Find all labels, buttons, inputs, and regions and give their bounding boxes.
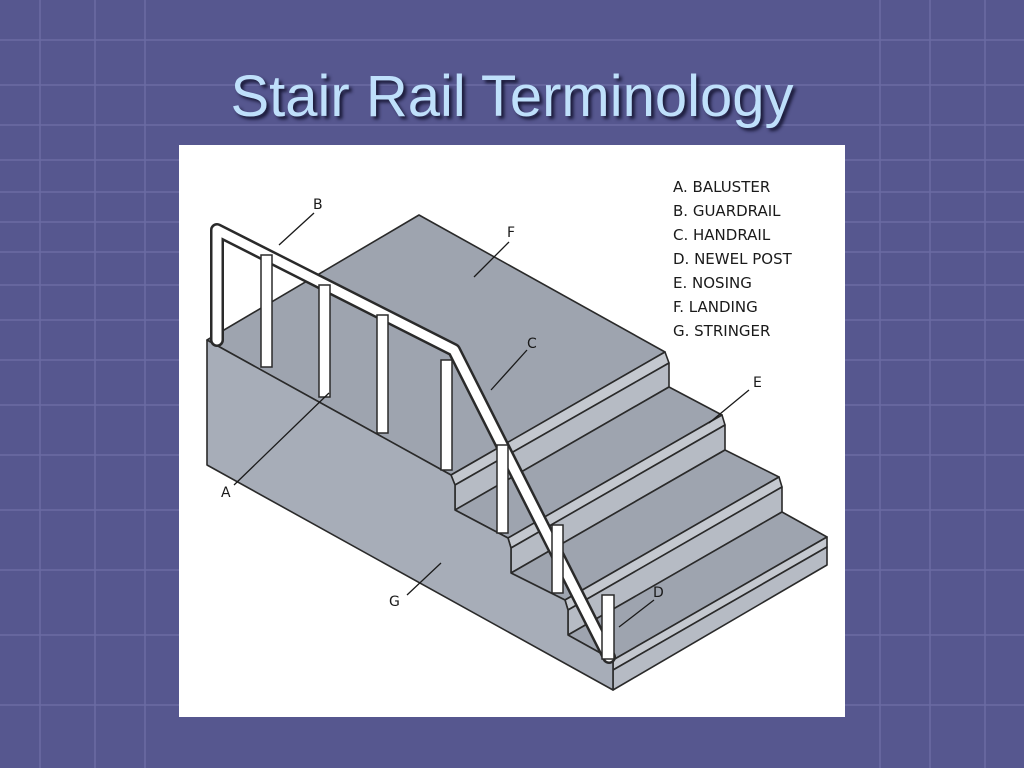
baluster — [496, 444, 509, 534]
legend-item: G. STRINGER — [673, 322, 771, 340]
callout-c: C — [527, 336, 537, 352]
leader-b — [278, 212, 315, 246]
callout-e: E — [753, 375, 762, 391]
baluster — [260, 254, 273, 368]
baluster — [551, 524, 564, 594]
baluster — [376, 314, 389, 434]
newel-post — [601, 594, 615, 660]
leader-d — [618, 599, 655, 628]
legend-item: C. HANDRAIL — [673, 226, 771, 244]
baluster — [440, 359, 453, 471]
guardrail-rail-inner — [212, 225, 614, 662]
slide-title: Stair Rail Terminology — [230, 64, 794, 129]
callout-a: A — [221, 485, 231, 501]
legend-item: B. GUARDRAIL — [673, 202, 781, 220]
baluster — [318, 284, 331, 398]
stair-diagram: A B C D E F G A. BALUSTER B. GUARDRAIL C… — [179, 145, 845, 717]
legend: A. BALUSTER B. GUARDRAIL C. HANDRAIL D. … — [673, 175, 843, 343]
callout-b: B — [313, 197, 323, 213]
leader-g — [406, 562, 442, 596]
legend-item: F. LANDING — [673, 298, 758, 316]
leader-c — [490, 349, 528, 391]
leader-f — [473, 241, 510, 278]
legend-item: E. NOSING — [673, 274, 752, 292]
leader-e — [708, 389, 750, 424]
stair-illustration: A B C D E F G — [206, 197, 828, 691]
leader-a — [233, 392, 330, 486]
stringer-side — [206, 339, 614, 691]
legend-item: D. NEWEL POST — [673, 250, 792, 268]
callout-f: F — [507, 225, 515, 241]
callout-g: G — [389, 594, 400, 610]
legend-item: A. BALUSTER — [673, 178, 771, 196]
callout-d: D — [653, 585, 664, 601]
